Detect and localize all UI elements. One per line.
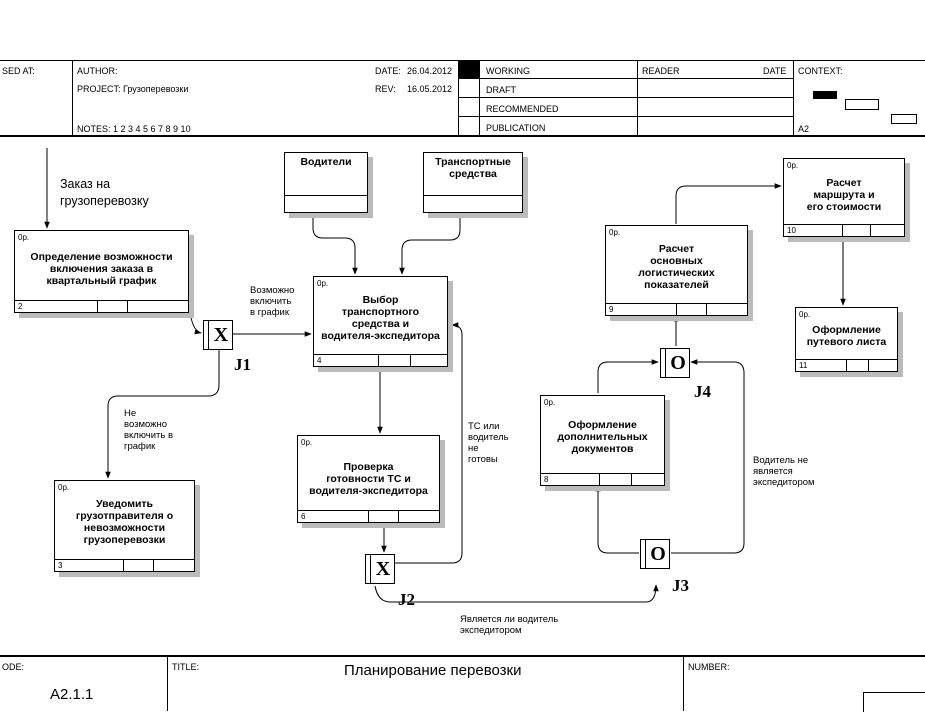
arrow-j3-b8 [595,484,639,554]
junction-j4[interactable]: O [660,348,690,378]
date-value: 26.04.2012 [407,66,453,76]
junction-j1[interactable]: X [203,320,233,350]
box-10-op: 0р. [787,161,799,170]
reader-label: READER [642,66,680,76]
node-value: A2.1.1 [50,686,94,703]
arrow-transport-b4 [399,212,461,275]
project-value: Грузоперевозки [123,84,189,94]
box-8-number: 8 [544,475,549,484]
reader-date-label: DATE [763,66,787,76]
tunnel-drivers-label: Водители [300,156,352,168]
arrow-b9-b10 [675,183,782,224]
arrow-j1-b3 [105,349,220,479]
box-4-op: 0р. [317,279,329,288]
box-2-number: 2 [18,302,23,311]
arrow-j2-j3 [374,584,659,603]
tunnel-drivers[interactable]: Водители [284,152,368,213]
context-label: CONTEXT: [798,66,843,76]
status-publication: PUBLICATION [486,123,546,133]
box-3-number: 3 [58,561,63,570]
number-label: NUMBER: [688,662,730,672]
notes-label: NOTES: 1 2 3 4 5 6 7 8 9 10 [77,124,191,134]
box-10-number: 10 [787,226,796,235]
box-6-op: 0р. [301,438,313,447]
date-label: DATE: [375,66,401,76]
diagram-title: Планирование перевозки [344,662,522,679]
project-label: PROJECT: [77,84,121,94]
junction-j2-type: X [375,558,391,580]
junction-j2-label: J2 [398,590,415,609]
status-draft: DRAFT [486,85,516,95]
rev-value: 16.05.2012 [407,84,453,94]
title-label: TITLE: [172,662,200,672]
author-label: AUTHOR: [77,66,118,76]
box-11-op: 0р. [799,310,811,319]
junction-j2[interactable]: X [365,554,395,584]
node-label: ODE: [2,662,25,672]
junction-j4-type: O [670,352,686,374]
arrow-b8-j4 [597,359,659,393]
box-9-op: 0р. [609,228,621,237]
arrow-b2-j1 [187,281,202,335]
box-2-op: 0р. [18,233,30,242]
box-11-number: 11 [799,361,808,370]
box-9-number: 9 [609,305,614,314]
junction-j3-type: O [650,543,666,565]
arrow-j2-b4-feedback [394,322,463,564]
box-4-number: 4 [317,356,322,365]
box-3-op: 0р. [58,483,70,492]
status-working: WORKING [486,66,530,76]
junction-j4-label: J4 [694,382,711,401]
arrow-drivers-b4 [312,212,358,275]
arrow-j3-j4 [671,359,745,554]
junction-j3[interactable]: O [640,539,670,569]
junction-j3-label: J3 [672,576,689,595]
box-8-op: 0р. [544,398,556,407]
rev-label: REV: [375,84,396,94]
status-recommended: RECOMMENDED [486,104,559,114]
used-at-label: SED AT: [2,66,35,76]
box-6-number: 6 [301,512,306,521]
junction-j1-type: X [213,324,229,346]
junction-j1-label: J1 [234,355,251,374]
context-node: A2 [798,124,810,134]
